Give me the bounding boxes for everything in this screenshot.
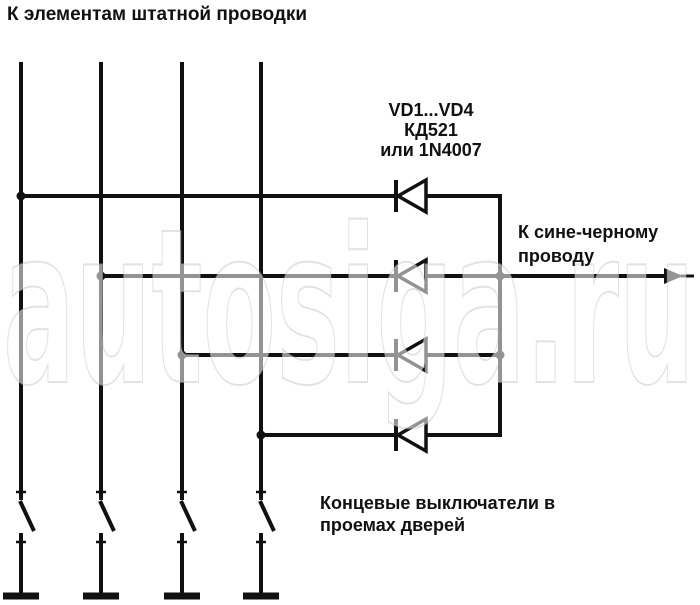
output-wire	[500, 268, 694, 284]
diode-symbol-1	[394, 176, 428, 216]
diode-triangle	[394, 176, 428, 216]
junction-dot	[16, 191, 26, 201]
door-switch-symbol-2	[83, 490, 119, 600]
wiring-title-label: К элементам штатной проводки	[7, 4, 307, 26]
output-wire-text-line2: проводу	[518, 246, 595, 266]
diode-triangle	[394, 256, 428, 296]
switch-blade	[98, 500, 116, 532]
door-switch-label: Концевые выключатели в проемах дверей	[320, 492, 555, 536]
diode-model-text: КД521	[404, 120, 458, 140]
door-switch-symbol-1	[3, 490, 39, 600]
junction-dot	[177, 350, 187, 360]
diode-symbol-4	[394, 415, 428, 455]
junction-dot	[96, 271, 106, 281]
door-switch-symbol-3	[164, 490, 200, 600]
diode-symbol-3	[394, 335, 428, 375]
junction-dot	[495, 271, 505, 281]
switch-blade	[258, 500, 276, 532]
door-switch-text-line1: Концевые выключатели в	[320, 493, 556, 513]
diode-designators-text: VD1...VD4	[388, 100, 474, 120]
diode-triangle	[394, 415, 428, 455]
door-switch-symbol-4	[243, 490, 279, 600]
diode-triangle	[394, 335, 428, 375]
diode-alt-model-text: или 1N4007	[380, 140, 482, 160]
standard-wires	[19, 62, 263, 500]
diode-type-label: VD1...VD4 КД521 или 1N4007	[356, 100, 506, 160]
output-wire-label: К сине-черному проводу	[518, 220, 658, 268]
watermark-text: autosiga.ru	[3, 182, 695, 433]
diode-row-lines	[21, 194, 502, 437]
junction-dot	[495, 350, 505, 360]
door-switch-text-line2: проемах дверей	[320, 515, 466, 535]
wiring-title-text: К элементам штатной проводки	[7, 4, 308, 25]
junction-dot	[256, 430, 266, 440]
switch-blade	[179, 500, 197, 532]
switch-blade	[18, 500, 36, 532]
output-wire-text-line1: К сине-черному	[518, 222, 659, 242]
junction-dots	[16, 191, 505, 440]
output-arrowhead-icon	[664, 268, 683, 284]
diode-symbol-2	[394, 256, 428, 296]
